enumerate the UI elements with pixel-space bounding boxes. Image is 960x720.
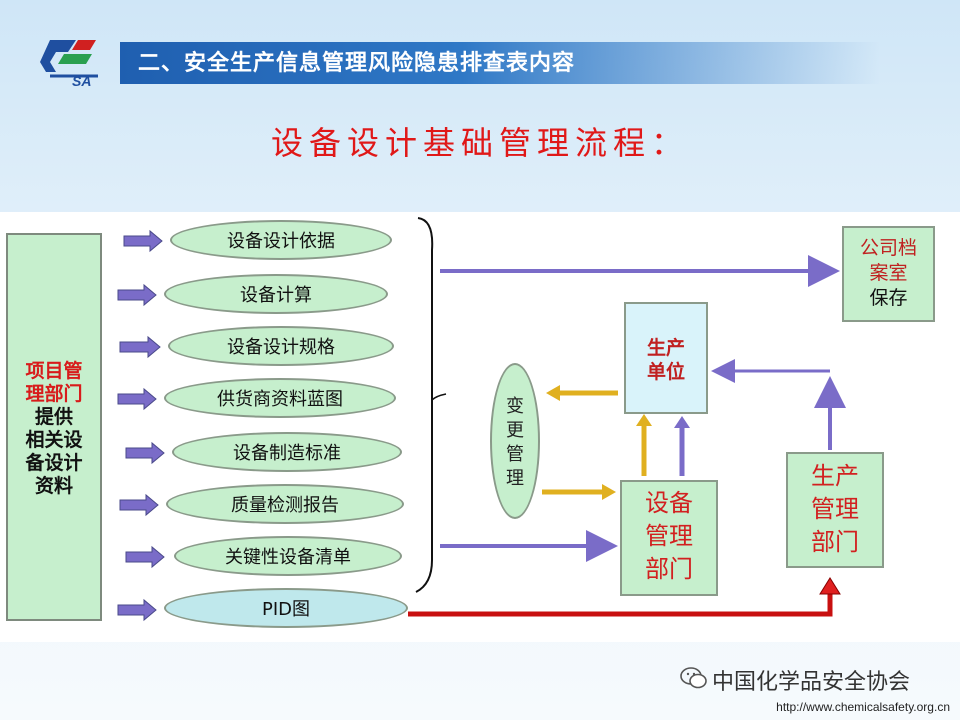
item-quality-report: 质量检测报告 <box>166 484 404 524</box>
bracket <box>415 217 434 593</box>
source-dept-text: 项目管 理部门 提供 相关设 备设计 资料 <box>8 360 100 498</box>
prodmgmt-line-1: 生产 <box>811 462 859 490</box>
source-line-3: 提供 <box>34 406 73 428</box>
item-supplier-drawings: 供货商资料蓝图 <box>164 378 396 418</box>
item-manufacturing-std: 设备制造标准 <box>172 432 402 472</box>
change-management-oval: 变 更 管 理 <box>490 363 540 519</box>
production-unit-box: 生产 单位 <box>624 302 708 414</box>
item-design-spec: 设备设计规格 <box>168 326 394 366</box>
change-line-3: 管 <box>506 444 524 465</box>
prod-unit-line-1: 生产 <box>646 337 685 359</box>
prod-unit-line-2: 单位 <box>646 361 685 383</box>
item-design-basis: 设备设计依据 <box>170 220 392 260</box>
equip-line-2: 管理 <box>645 522 693 550</box>
title-bar <box>120 42 880 84</box>
source-line-1: 项目管 <box>25 360 83 382</box>
source-line-4: 相关设 <box>25 429 83 451</box>
wechat-icon <box>680 667 707 689</box>
org-watermark: 中国化学品安全协会 <box>712 670 911 695</box>
item-critical-equipment-list: 关键性设备清单 <box>174 536 402 576</box>
pid-red-line <box>408 590 833 617</box>
source-line-5: 备设计 <box>25 452 83 474</box>
change-line-2: 更 <box>506 420 524 441</box>
source-line-6: 资料 <box>34 475 73 497</box>
logo-text: SA <box>72 73 91 88</box>
prodmgmt-line-3: 部门 <box>811 528 859 556</box>
item-pid-diagram: PID图 <box>164 588 408 628</box>
diagram-panel <box>0 212 960 642</box>
prodmgmt-line-2: 管理 <box>811 495 859 523</box>
page-title: 二、安全生产信息管理风险隐患排查表内容 <box>138 51 576 76</box>
source-dept-box <box>6 233 102 621</box>
diagram-subtitle: 设备设计基础管理流程： <box>270 124 689 162</box>
archive-box: 公司档 案室 保存 <box>842 226 935 322</box>
archive-line-2: 案室 <box>869 262 908 284</box>
change-line-4: 理 <box>506 468 524 489</box>
source-line-2: 理部门 <box>25 383 83 405</box>
item-arrows <box>117 229 165 622</box>
csa-logo: SA <box>40 40 98 88</box>
equip-line-1: 设备 <box>645 489 693 517</box>
equip-line-3: 部门 <box>645 555 693 583</box>
change-line-1: 变 <box>506 396 524 417</box>
archive-line-1: 公司档 <box>859 237 917 259</box>
item-equipment-calc: 设备计算 <box>164 274 388 314</box>
archive-line-3: 保存 <box>869 287 908 309</box>
production-mgmt-dept-box: 生产 管理 部门 <box>786 452 884 568</box>
footer-url[interactable]: http://www.chemicalsafety.org.cn <box>776 700 950 714</box>
equipment-mgmt-dept-box: 设备 管理 部门 <box>620 480 718 596</box>
